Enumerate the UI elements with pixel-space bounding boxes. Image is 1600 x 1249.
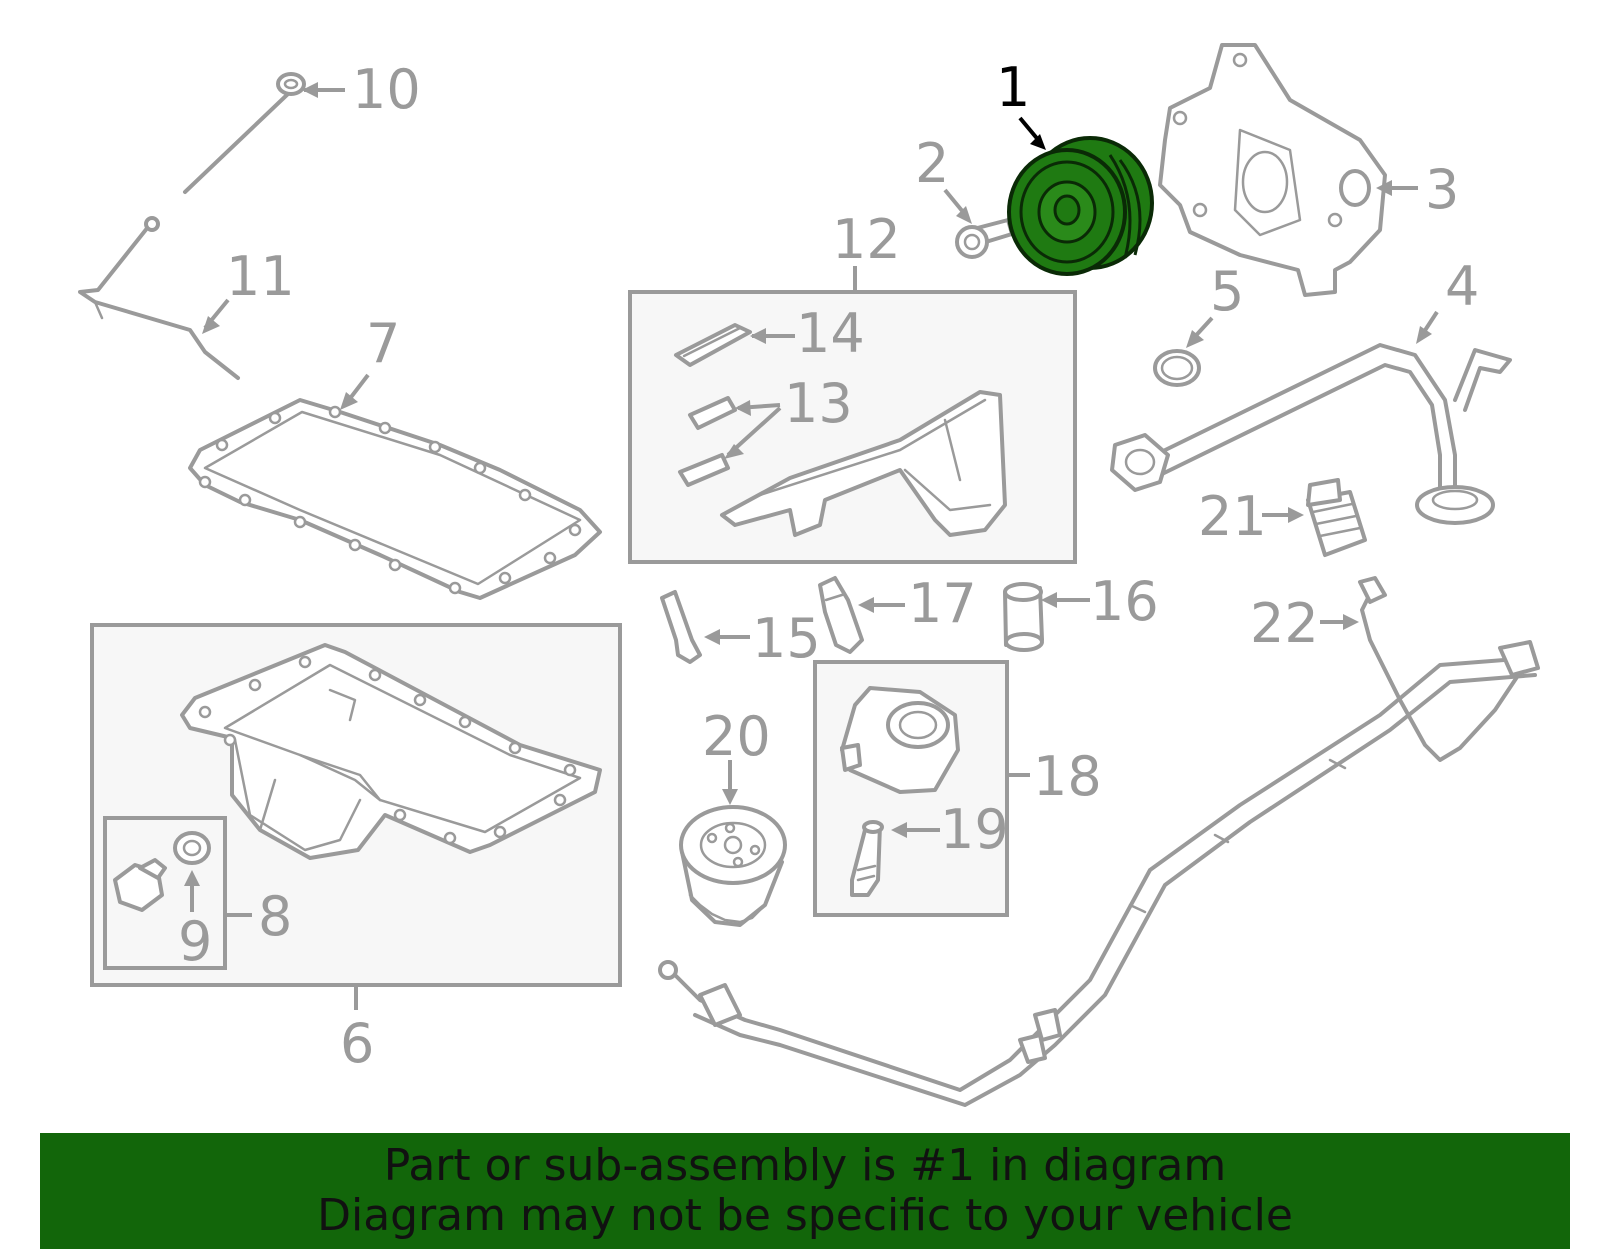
arrow-4 [1416, 326, 1432, 344]
arrow-5 [1186, 330, 1204, 348]
callout-21[interactable]: 21 [1198, 485, 1267, 548]
arrow-11 [202, 316, 220, 334]
callout-16[interactable]: 16 [1090, 570, 1159, 633]
callout-12[interactable]: 12 [832, 208, 901, 271]
part-4-oil-pickup-tube[interactable] [1110, 343, 1512, 525]
part-3-oil-pump[interactable] [1158, 43, 1387, 297]
arrow-2 [956, 206, 972, 224]
part-20-oil-filter[interactable] [679, 805, 787, 927]
callout-1[interactable]: 1 [996, 56, 1030, 119]
arrow-10 [302, 82, 318, 98]
arrow-9 [184, 870, 200, 886]
callout-18[interactable]: 18 [1033, 745, 1102, 808]
part-7-oil-pan-gasket[interactable] [188, 398, 602, 600]
callout-3[interactable]: 3 [1425, 158, 1459, 221]
arrow-14 [750, 328, 766, 344]
banner-line-1: Part or sub-assembly is #1 in diagram [383, 1140, 1227, 1191]
arrow-20 [722, 789, 738, 805]
part-10-dipstick[interactable] [183, 72, 306, 194]
part-8-drain-plug[interactable] [113, 858, 167, 912]
callout-20[interactable]: 20 [702, 705, 771, 768]
part-1-crankshaft-pulley[interactable] [1007, 136, 1154, 276]
banner-line-2: Diagram may not be specific to your vehi… [317, 1190, 1293, 1241]
callout-8[interactable]: 8 [258, 885, 292, 948]
part-16-cap[interactable] [1003, 582, 1044, 652]
part-9-washer[interactable] [173, 831, 211, 865]
arrow-15 [704, 629, 720, 645]
part-12-windage-tray[interactable] [720, 390, 1007, 537]
part-14-seal[interactable] [674, 323, 752, 367]
callout-5[interactable]: 5 [1210, 260, 1244, 323]
part-19-cooler-bolt[interactable] [850, 820, 884, 897]
info-banner: Part or sub-assembly is #1 in diagram Di… [40, 1133, 1570, 1249]
callout-13[interactable]: 13 [784, 372, 853, 435]
callout-7[interactable]: 7 [366, 312, 400, 375]
part-13-seals[interactable] [678, 396, 737, 487]
part-17-pressure-sensor[interactable] [818, 576, 864, 654]
part-21-drain-plug[interactable] [1306, 478, 1367, 557]
arrow-22 [1343, 614, 1359, 630]
callout-19[interactable]: 19 [940, 798, 1009, 861]
callout-22[interactable]: 22 [1250, 592, 1319, 655]
part-11-dipstick-tube[interactable] [78, 216, 240, 380]
arrow-13b [724, 444, 744, 459]
arrow-7 [340, 392, 358, 410]
arrow-1 [1030, 134, 1046, 150]
callout-10[interactable]: 10 [352, 58, 421, 121]
callout-6[interactable]: 6 [340, 1012, 374, 1075]
arrow-17 [858, 597, 874, 613]
callout-11[interactable]: 11 [226, 245, 295, 308]
part-6-oil-pan[interactable] [180, 643, 602, 860]
callout-9[interactable]: 9 [178, 910, 212, 973]
part-2-bolt[interactable] [955, 218, 1014, 259]
arrow-21 [1288, 507, 1304, 523]
arrow-16 [1041, 592, 1057, 608]
callout-14[interactable]: 14 [796, 302, 865, 365]
arrow-13a [735, 400, 751, 416]
arrow-19 [891, 822, 907, 838]
callout-4[interactable]: 4 [1445, 255, 1479, 318]
callout-17[interactable]: 17 [908, 572, 977, 635]
part-18-oil-cooler[interactable] [840, 686, 960, 794]
part-5-o-ring[interactable] [1153, 349, 1201, 387]
part-22-wiring-harness[interactable] [658, 576, 1540, 1107]
arrow-3 [1376, 180, 1392, 196]
banner-background [40, 1133, 1570, 1249]
callout-15[interactable]: 15 [752, 607, 821, 670]
callout-2[interactable]: 2 [915, 132, 949, 195]
part-15-sensor[interactable] [660, 590, 702, 664]
